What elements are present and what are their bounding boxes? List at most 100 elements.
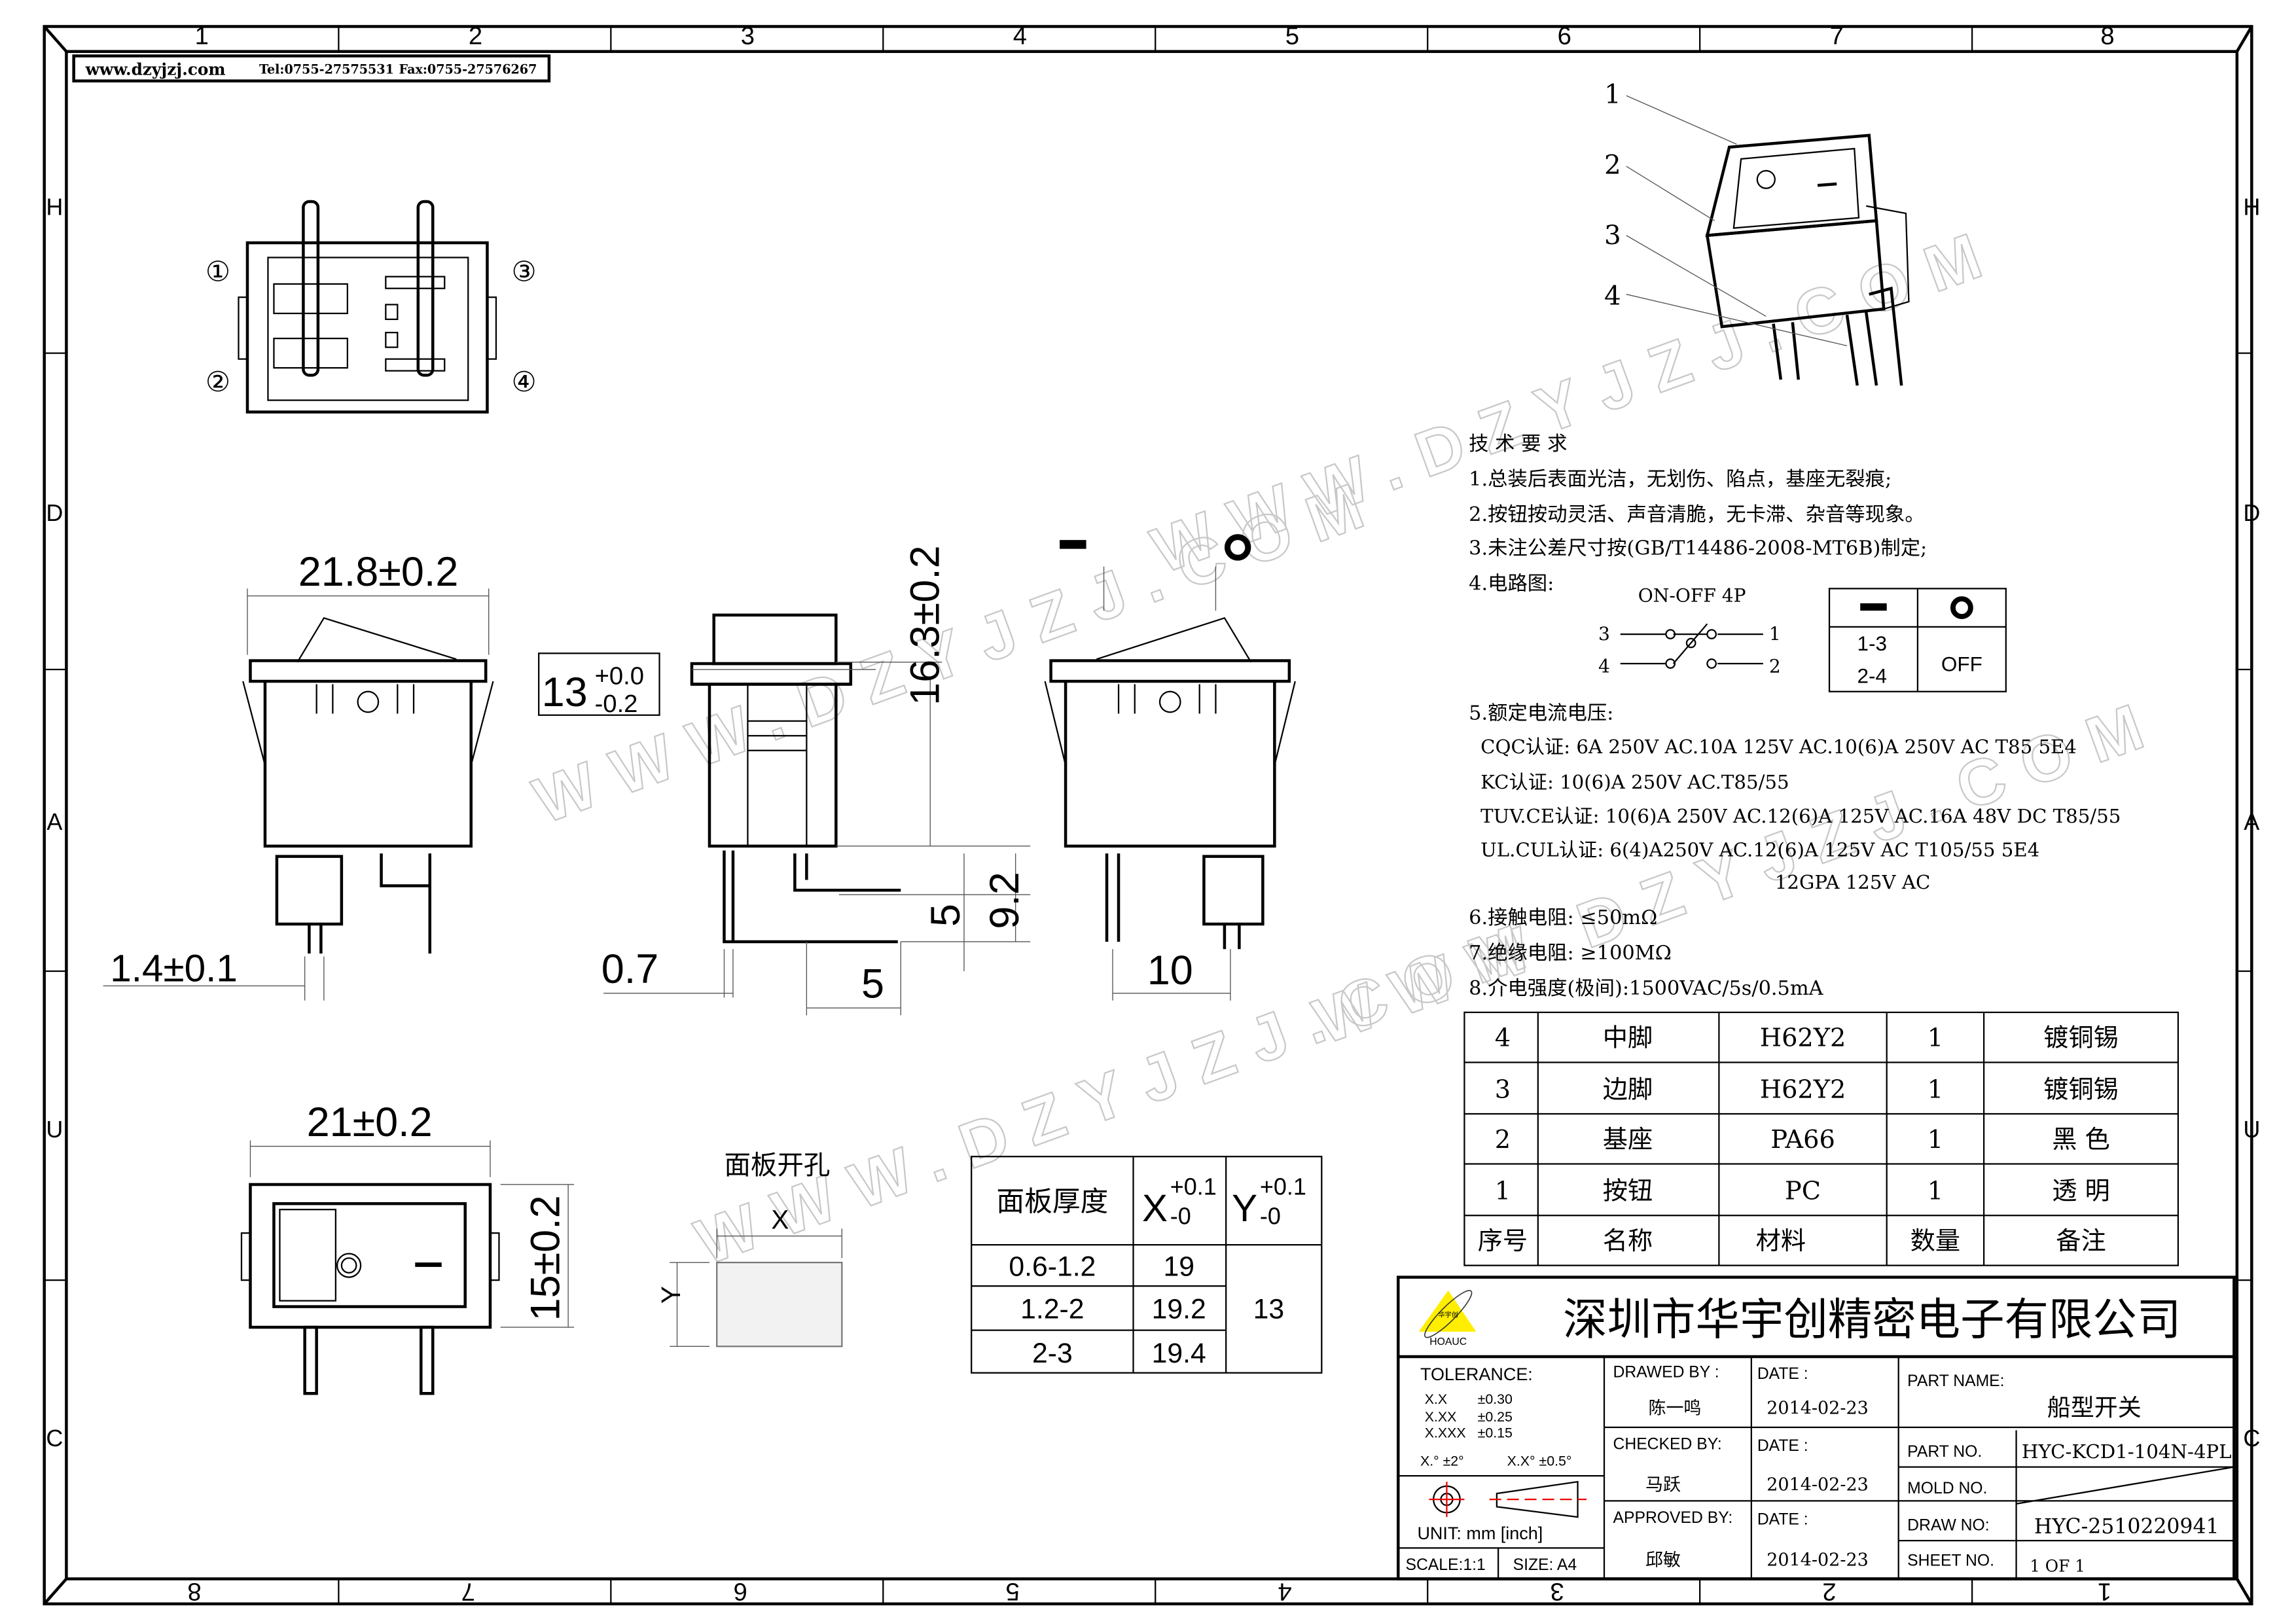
bom-row: 2 基座 PA66 1 黑 色	[1495, 1126, 2110, 1154]
tolerance-label: TOLERANCE:	[1420, 1364, 1533, 1384]
callout-1: 1	[1604, 78, 1621, 109]
draw-no-label: DRAW NO:	[1907, 1516, 1989, 1534]
dim-pin-5-horizontal: 5	[861, 961, 884, 1007]
table-cell: 19.4	[1152, 1338, 1206, 1369]
bom-cell: 1	[1928, 1126, 1943, 1154]
bom-cell: 1	[1928, 1177, 1943, 1205]
x-tol-plus: +0.1	[1170, 1173, 1217, 1200]
dim-body-13: 13	[542, 669, 588, 715]
rating-line: CQC认证: 6A 250V AC.10A 125V AC.10(6)A 250…	[1480, 736, 2077, 758]
part-name: 船型开关	[2047, 1395, 2142, 1421]
bom-header: 名称	[1603, 1227, 1653, 1256]
bom-cell: 2	[1495, 1126, 1511, 1154]
requirements-title: 技 术 要 求	[1469, 433, 1567, 455]
bottom-pin-view: ① ② ③ ④	[206, 200, 537, 414]
dim-body-13-plus: +0.0	[595, 662, 644, 690]
requirement-item: 3.未注公差尺寸按(GB/T14486-2008-MT6B)制定;	[1469, 537, 1927, 560]
grid-col: 8	[187, 1577, 201, 1605]
circuit-on-1-3: 1-3	[1857, 632, 1886, 655]
approved-by-label: APPROVED BY:	[1613, 1509, 1732, 1527]
bom-cell: 按钮	[1603, 1177, 1653, 1205]
website-link[interactable]: www.dzyjzj.com	[85, 60, 226, 79]
approved-date: 2014-02-23	[1767, 1550, 1869, 1570]
tolerance-key: X.X	[1425, 1391, 1447, 1407]
grid-col: 4	[1278, 1577, 1291, 1605]
sheet-no: 1 OF 1	[2030, 1556, 2085, 1575]
grid-column-labels-top: 1 2 3 4 5 6 7 8	[195, 22, 2115, 50]
projection-symbol-icon	[1429, 1480, 1587, 1518]
bom-cell: 4	[1495, 1024, 1511, 1053]
bom-header: 材料	[1756, 1227, 1806, 1256]
side-view: 16.3±0.2 13 +0.0 -0.2 0.7 5 5 9.2	[538, 545, 1031, 1016]
bom-header-row: 序号 名称 材料 数量 备注	[1478, 1227, 2106, 1256]
callout-3: 3	[1604, 219, 1621, 251]
tolerance-key: X.XX	[1425, 1409, 1457, 1425]
sheet-frame	[43, 25, 2253, 1606]
bom-cell: 中脚	[1603, 1024, 1653, 1053]
angle-tolerance: X.° ±2°	[1420, 1453, 1464, 1469]
bom-cell: H62Y2	[1760, 1075, 1846, 1104]
grid-row: H	[2243, 193, 2260, 220]
fax: Fax:0755-27576267	[399, 62, 537, 77]
bom-cell: 边脚	[1603, 1075, 1653, 1104]
grid-col: 5	[1006, 1577, 1020, 1605]
rating-line: 12GPA 125V AC	[1775, 871, 1931, 893]
bom-row: 3 边脚 H62Y2 1 镀铜锡	[1495, 1075, 2119, 1104]
logo-cn: 华宇创	[1439, 1310, 1458, 1319]
table-cell: 1.2-2	[1020, 1294, 1084, 1325]
panel-y-label: Y	[656, 1286, 686, 1304]
bom-cell: 透 明	[2052, 1177, 2110, 1205]
bom-cell: 镀铜锡	[2043, 1075, 2119, 1104]
grid-col: 7	[1830, 22, 1844, 50]
rating-line: TUV.CE认证: 10(6)A 250V AC.12(6)A 125V AC.…	[1480, 805, 2121, 827]
requirement-item: 1.总装后表面光洁，无划伤、陷点，基座无裂痕;	[1469, 468, 1892, 491]
table-header-x: X	[1142, 1187, 1168, 1230]
grid-row: U	[2243, 1116, 2260, 1143]
tolerance-value: ±0.15	[1478, 1425, 1513, 1441]
date-label: DATE :	[1757, 1510, 1808, 1528]
front-view: 21.8±0.2 1.4±0.1	[103, 549, 494, 1001]
date-label: DATE :	[1757, 1365, 1808, 1383]
grid-column-labels-bottom: 8 7 6 5 4 3 2 1	[187, 1577, 2111, 1605]
company-logo: 华宇创 HOAUC	[1418, 1290, 1477, 1347]
grid-col: 6	[1558, 22, 1571, 50]
grid-row: H	[46, 193, 63, 220]
grid-col: 2	[469, 22, 482, 50]
y-tol-plus: +0.1	[1260, 1173, 1306, 1200]
grid-row: D	[2243, 499, 2260, 526]
grid-row: C	[2243, 1425, 2260, 1452]
checked-by-label: CHECKED BY:	[1613, 1436, 1721, 1454]
grid-col: 4	[1013, 22, 1027, 50]
company-name: 深圳市华宇创精密电子有限公司	[1563, 1293, 2181, 1345]
bom-row: 1 按钮 PC 1 透 明	[1495, 1177, 2110, 1205]
bom-cell: PA66	[1770, 1126, 1835, 1154]
bom-cell: 3	[1495, 1075, 1511, 1104]
grid-row: A	[2244, 808, 2259, 835]
mold-no-label: MOLD NO.	[1907, 1480, 1987, 1497]
logo-text: HOAUC	[1429, 1336, 1467, 1347]
tolerance-value: ±0.25	[1478, 1409, 1513, 1425]
circuit-pin-4: 4	[1598, 656, 1610, 677]
grid-col: 3	[1550, 1577, 1564, 1605]
requirement-item: 2.按钮按动灵活、声音清脆，无卡滞、杂音等现象。	[1469, 503, 1925, 526]
rating-line: UL.CUL认证: 6(4)A250V AC.12(6)A 125V AC T1…	[1480, 839, 2039, 861]
date-label: DATE :	[1757, 1437, 1808, 1455]
callout-4: 4	[1604, 279, 1621, 311]
drawed-date: 2014-02-23	[1767, 1399, 1869, 1419]
bom-cell: 基座	[1603, 1126, 1653, 1154]
header-box: www.dzyjzj.com Tel:0755-27575531 Fax:075…	[72, 54, 551, 82]
circuit-title: ON-OFF 4P	[1638, 585, 1746, 607]
table-cell: 19.2	[1152, 1294, 1206, 1325]
off-symbol-icon	[1224, 534, 1251, 561]
angle-tolerance: X.X° ±0.5°	[1507, 1453, 1572, 1469]
on-symbol-icon	[1860, 603, 1887, 611]
front-view-right: 10	[1044, 534, 1296, 1001]
bom-header: 数量	[1910, 1227, 1960, 1256]
grid-col: 3	[741, 22, 755, 50]
checked-date: 2014-02-23	[1767, 1475, 1869, 1495]
bom-header: 序号	[1478, 1227, 1528, 1256]
panel-x-label: X	[771, 1204, 789, 1234]
table-cell: 19	[1163, 1251, 1194, 1282]
dim-height-total: 16.3±0.2	[903, 545, 948, 705]
